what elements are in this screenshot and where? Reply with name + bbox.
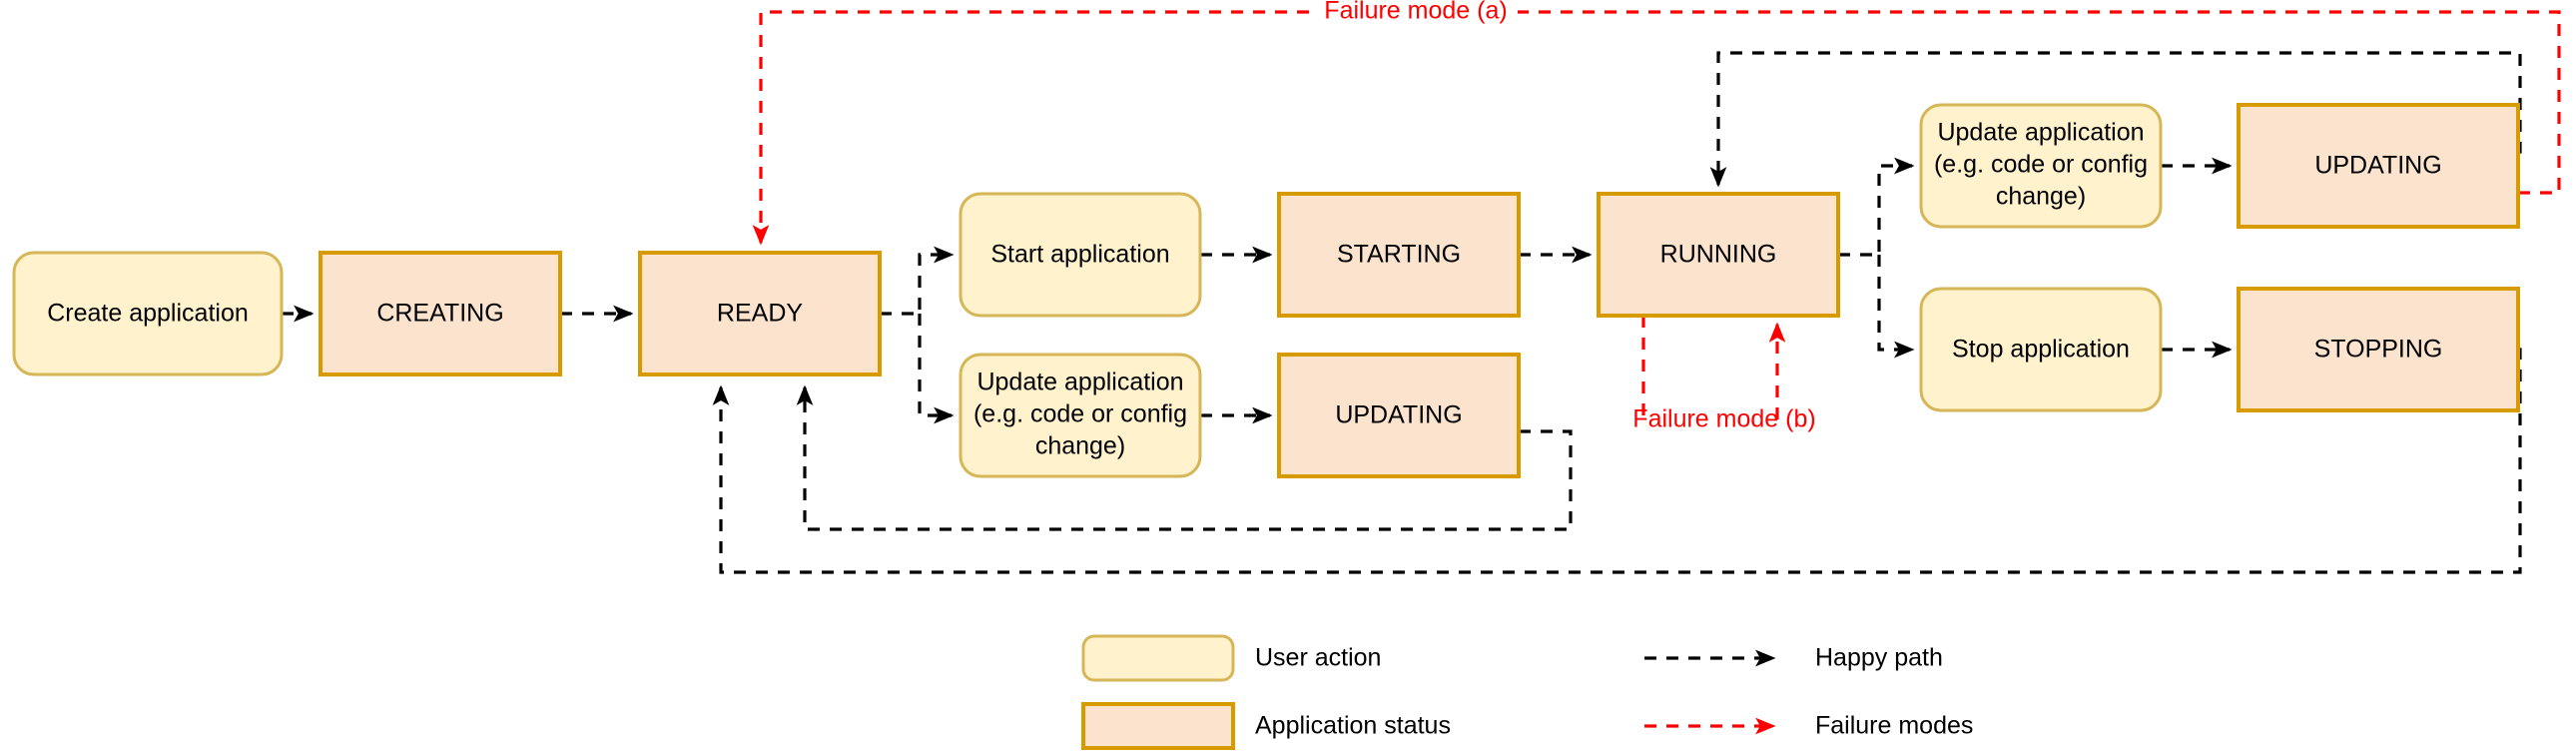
node-creating[interactable]: CREATING — [319, 251, 562, 377]
node-update-application-running[interactable]: Update application (e.g. code or config … — [1919, 103, 2163, 229]
node-running[interactable]: RUNNING — [1597, 192, 1840, 318]
node-updating-from-running-label: UPDATING — [2314, 152, 2441, 180]
node-stopping-label: STOPPING — [2314, 336, 2443, 364]
legend-label-user-action: User action — [1255, 644, 1381, 672]
node-stop-application-shape[interactable] — [1919, 287, 2163, 412]
node-updating-from-ready[interactable]: UPDATING — [1277, 353, 1521, 478]
node-updating-from-running[interactable]: UPDATING — [2237, 103, 2520, 229]
node-running-shape[interactable] — [1597, 192, 1840, 318]
node-updating-from-ready-shape[interactable] — [1277, 353, 1521, 478]
failure-mode-a-label: Failure mode (a) — [1324, 0, 1507, 25]
node-update-application-ready-label-line1: Update application — [976, 369, 1183, 396]
failure-mode-b-label: Failure mode (b) — [1632, 405, 1815, 433]
node-create-application-label: Create application — [47, 300, 249, 328]
node-create-application[interactable]: Create application — [12, 251, 284, 377]
node-update-application-ready[interactable]: Update application (e.g. code or config … — [959, 353, 1202, 478]
node-update-application-running-shape[interactable] — [1919, 103, 2163, 229]
edge-running-to-update-application — [1838, 157, 1915, 257]
legend-label-failure-modes: Failure modes — [1815, 712, 1973, 740]
node-starting-shape[interactable] — [1277, 192, 1521, 318]
node-running-label: RUNNING — [1660, 241, 1777, 269]
node-start-application-shape[interactable] — [959, 192, 1202, 318]
legend-label-happy-path: Happy path — [1815, 644, 1943, 672]
failure-mode-a-label-backdrop — [1318, 0, 1518, 26]
node-update-application-ready-label-line2: (e.g. code or config — [973, 400, 1187, 428]
node-creating-label: CREATING — [376, 300, 503, 328]
legend-swatch-application-status — [1081, 702, 1235, 750]
legend-label-application-status: Application status — [1255, 712, 1451, 740]
edge-running-to-stop-application — [1877, 255, 1915, 359]
node-updating-from-running-shape[interactable] — [2237, 103, 2520, 229]
legend: User action Application status Happy pat… — [1081, 634, 1973, 750]
node-ready-label: READY — [717, 300, 803, 328]
node-create-application-shape[interactable] — [12, 251, 284, 377]
node-starting-label: STARTING — [1337, 241, 1461, 269]
node-ready[interactable]: READY — [638, 251, 882, 377]
legend-item-application-status: Application status — [1081, 702, 1451, 750]
node-updating-from-ready-label: UPDATING — [1335, 401, 1462, 429]
node-update-application-running-label-line1: Update application — [1937, 119, 2144, 147]
node-creating-shape[interactable] — [319, 251, 562, 377]
legend-item-user-action: User action — [1081, 634, 1381, 682]
node-start-application[interactable]: Start application — [959, 192, 1202, 318]
node-ready-shape[interactable] — [638, 251, 882, 377]
node-update-application-running-label-line2: (e.g. code or config — [1934, 151, 2148, 179]
node-stopping[interactable]: STOPPING — [2237, 287, 2520, 412]
node-stop-application[interactable]: Stop application — [1919, 287, 2163, 412]
node-stop-application-label: Stop application — [1952, 336, 2130, 364]
node-update-application-running-label-line3: change) — [1996, 183, 2086, 211]
legend-item-happy-path: Happy path — [1644, 644, 1943, 672]
node-update-application-ready-shape[interactable] — [959, 353, 1202, 478]
edge-ready-to-start-application — [880, 246, 955, 316]
legend-item-failure-modes: Failure modes — [1644, 712, 1973, 740]
legend-swatch-user-action — [1081, 634, 1235, 682]
edge-ready-to-update-application — [918, 314, 955, 424]
node-update-application-ready-label-line3: change) — [1035, 432, 1125, 460]
edge-failure-mode-a — [752, 10, 2561, 246]
node-stopping-shape[interactable] — [2237, 287, 2520, 412]
node-start-application-label: Start application — [990, 241, 1169, 269]
node-starting[interactable]: STARTING — [1277, 192, 1521, 318]
